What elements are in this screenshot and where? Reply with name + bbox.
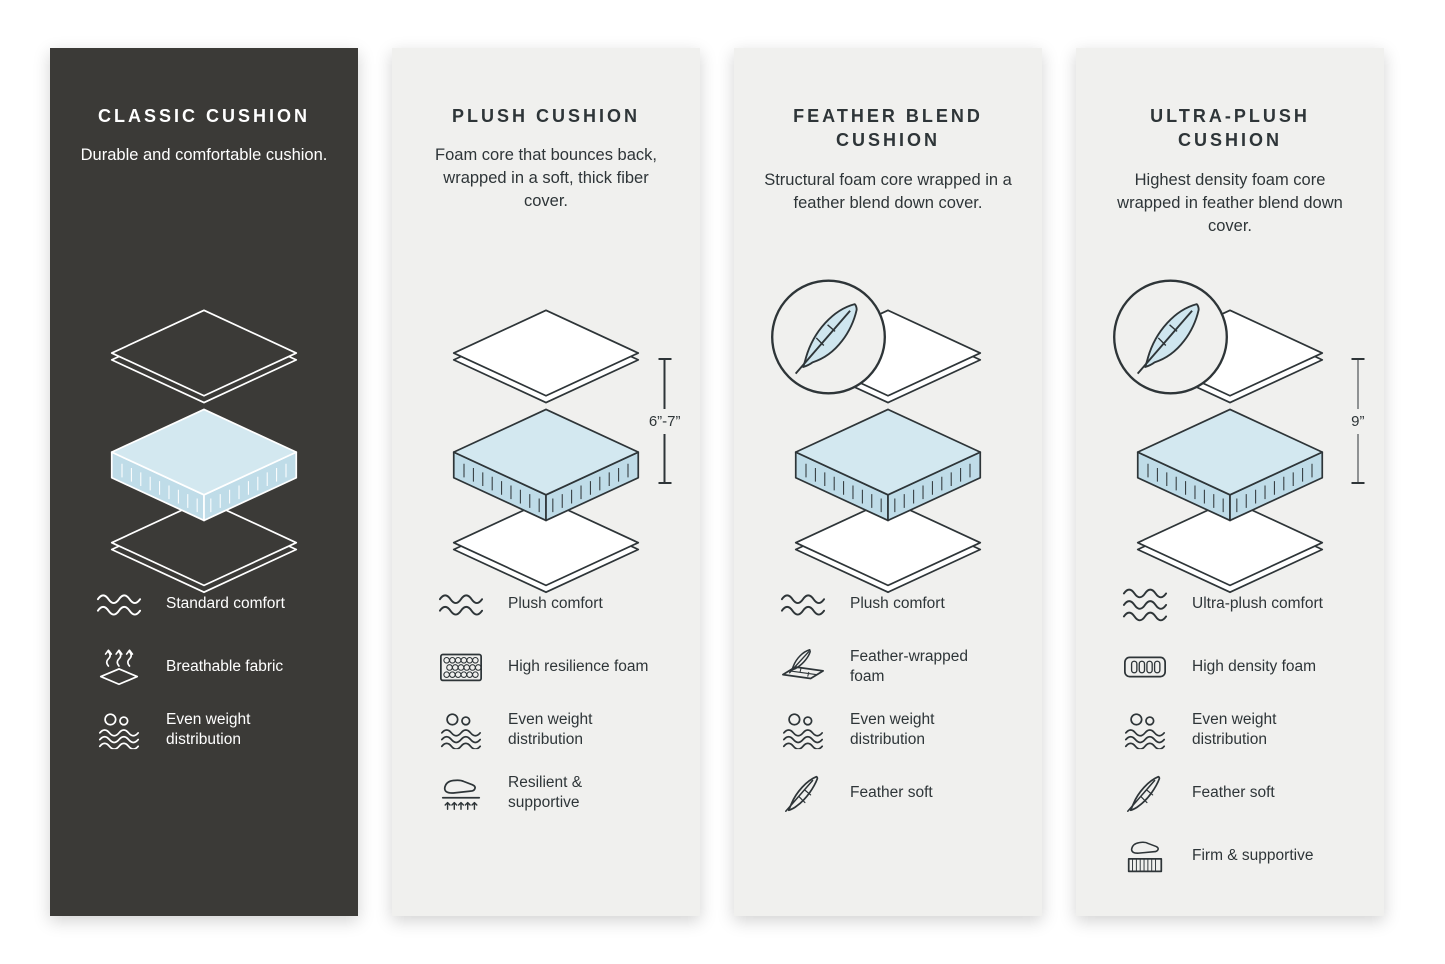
feature-row: Feather-wrapped foam [778, 645, 1030, 689]
waves-comfort-icon [436, 584, 486, 624]
feature-label: Feather soft [1192, 784, 1275, 802]
feature-label: Even weight distribution [1192, 711, 1277, 748]
feature-row: Even weight distribution [1120, 708, 1372, 752]
measure-line [663, 433, 666, 482]
feature-label: Resilient & supportive [508, 774, 583, 811]
feature-label: Even weight distribution [850, 711, 935, 748]
feather-badge-icon [1110, 276, 1232, 398]
even-weight-icon [436, 710, 486, 750]
waves3-comfort-icon [1120, 584, 1170, 624]
feature-row: Ultra-plush comfort [1120, 582, 1372, 626]
feature-label: Plush comfort [850, 595, 945, 613]
feather-badge-icon [768, 276, 890, 398]
even-weight-icon [778, 710, 828, 750]
measure-cap-top [1351, 358, 1365, 360]
feature-row: Standard comfort [94, 582, 346, 626]
feature-row: Plush comfort [436, 582, 688, 626]
measure-line [1357, 433, 1359, 482]
feature-list: Standard comfort Breathable fabric Even … [94, 582, 346, 771]
feature-row: Plush comfort [778, 582, 1030, 626]
feature-row: Even weight distribution [94, 708, 346, 752]
feather-icon [1120, 773, 1170, 813]
panel-description: Highest density foam core wrapped in fea… [1117, 170, 1343, 235]
panel-ultra-plush-cushion: ULTRA-PLUSH CUSHION Highest density foam… [1076, 48, 1384, 916]
feature-list: Ultra-plush comfort High density foam Ev… [1120, 582, 1372, 897]
feature-label: High resilience foam [508, 658, 649, 676]
feature-label: Breathable fabric [166, 658, 284, 676]
feature-label: High density foam [1192, 658, 1317, 676]
high-density-foam-icon [1120, 647, 1170, 687]
feather-icon [778, 773, 828, 813]
measure-line [663, 360, 666, 409]
panel-description: Structural foam core wrapped in a feathe… [764, 170, 1012, 212]
feature-label: Feather soft [850, 784, 933, 802]
feature-row: High resilience foam [436, 645, 688, 689]
height-measure: 6”-7” [649, 358, 681, 484]
height-measure: 9” [1351, 358, 1365, 484]
cushion-stack-illustration [102, 300, 307, 594]
measure-cap-bottom [1351, 482, 1365, 484]
feature-label: Even weight distribution [508, 711, 593, 748]
firm-support-icon [1120, 836, 1170, 876]
measure-cap-top [658, 358, 672, 360]
feature-list: Plush comfort Feather-wrapped foam Even … [778, 582, 1030, 834]
cushion-diagram: 6”-7” [444, 300, 681, 594]
waves-comfort-icon [94, 584, 144, 624]
panel-description: Durable and comfortable cushion. [80, 146, 328, 165]
feature-row: Even weight distribution [436, 708, 688, 752]
feature-list: Plush comfort High resilience foam Even … [436, 582, 688, 834]
panel-title: CLASSIC CUSHION [97, 106, 310, 126]
cushion-comparison-board: CLASSIC CUSHION Durable and comfortable … [50, 48, 1384, 916]
panel-feather-blend-cushion: FEATHER BLEND CUSHION Structural foam co… [734, 48, 1042, 916]
panel-classic-cushion: CLASSIC CUSHION Durable and comfortable … [50, 48, 358, 916]
panel-title: PLUSH CUSHION [451, 106, 640, 126]
foam-cells-icon [436, 647, 486, 687]
measure-cap-bottom [658, 482, 672, 484]
feature-row: Resilient & supportive [436, 771, 688, 815]
panel-title: ULTRA-PLUSH CUSHION [1150, 106, 1310, 151]
measure-label: 6”-7” [648, 412, 681, 430]
cushion-stack-illustration [444, 300, 649, 594]
resilient-hand-icon [436, 773, 486, 813]
cushion-diagram [102, 300, 307, 594]
feature-label: Feather-wrapped foam [850, 648, 969, 685]
feature-row: Firm & supportive [1120, 834, 1372, 878]
panel-plush-cushion: PLUSH CUSHION Foam core that bounces bac… [392, 48, 700, 916]
feature-label: Firm & supportive [1192, 847, 1314, 865]
feature-row: Even weight distribution [778, 708, 1030, 752]
feature-row: Breathable fabric [94, 645, 346, 689]
feather-wrapped-foam-icon [778, 647, 828, 687]
feature-label: Standard comfort [166, 595, 285, 613]
feature-label: Even weight distribution [166, 711, 251, 748]
even-weight-icon [1120, 710, 1170, 750]
panel-description: Foam core that bounces back, wrapped in … [435, 146, 657, 211]
cushion-diagram: 9” [1128, 300, 1365, 594]
even-weight-icon [94, 710, 144, 750]
measure-line [1357, 360, 1359, 409]
cushion-diagram [786, 300, 991, 594]
measure-label: 9” [1351, 412, 1365, 430]
feature-row: High density foam [1120, 645, 1372, 689]
feature-row: Feather soft [778, 771, 1030, 815]
panel-title: FEATHER BLEND CUSHION [793, 106, 983, 151]
feature-label: Plush comfort [508, 595, 603, 613]
waves-comfort-icon [778, 584, 828, 624]
feature-label: Ultra-plush comfort [1192, 595, 1323, 613]
feature-row: Feather soft [1120, 771, 1372, 815]
breathable-fabric-icon [94, 647, 144, 687]
